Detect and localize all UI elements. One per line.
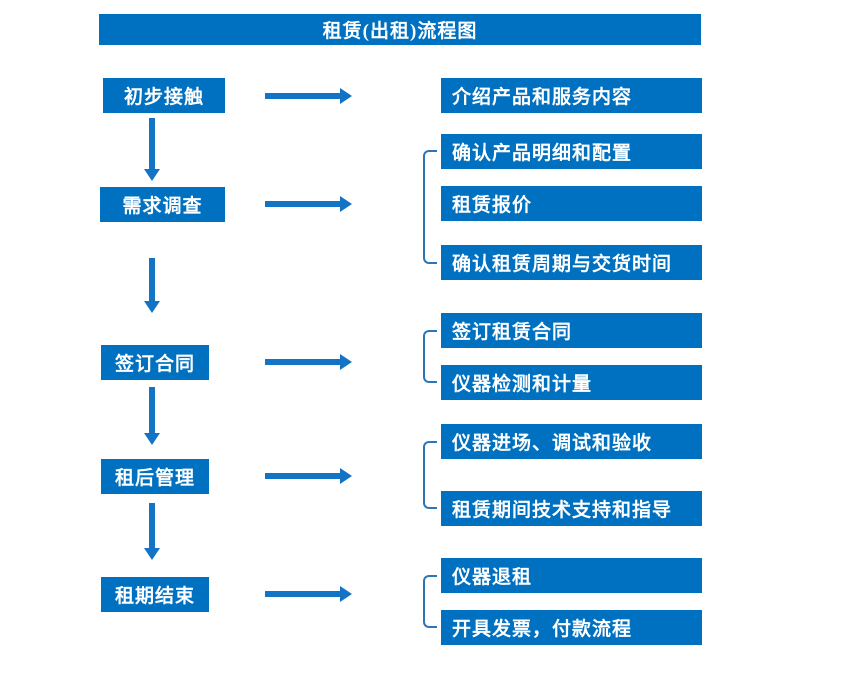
arrow-shaft [149,503,155,549]
detail-instrument-acceptance: 仪器进场、调试和验收 [441,424,702,459]
group-bracket-sign-contract [423,330,437,383]
group-bracket-demand-survey [423,150,437,264]
arrow-head-icon [340,88,352,104]
arrow-head-icon [340,354,352,370]
arrow-shaft [265,201,341,207]
down-arrow-3 [144,387,160,445]
arrow-head-icon [144,433,160,445]
arrow-head-icon [340,586,352,602]
detail-introduce-products: 介绍产品和服务内容 [441,78,702,113]
arrow-head-icon [144,301,160,313]
down-arrow-2 [144,258,160,313]
detail-confirm-period-delivery: 确认租赁周期与交货时间 [441,245,702,280]
flowchart-title: 租赁(出租)流程图 [99,14,701,45]
arrow-shaft [149,258,155,302]
arrow-head-icon [144,548,160,560]
right-arrow-5 [265,586,352,602]
right-arrow-3 [265,354,352,370]
arrow-shaft [265,93,341,99]
arrow-shaft [149,387,155,434]
arrow-head-icon [340,468,352,484]
detail-invoice-payment: 开具发票，付款流程 [441,610,702,645]
down-arrow-4 [144,503,160,560]
detail-sign-rental-contract: 签订租赁合同 [441,313,702,348]
detail-instrument-return: 仪器退租 [441,558,702,593]
down-arrow-1 [144,118,160,181]
arrow-head-icon [144,169,160,181]
arrow-shaft [149,118,155,170]
right-arrow-4 [265,468,352,484]
detail-technical-support: 租赁期间技术支持和指导 [441,491,702,526]
group-bracket-post-rental [423,441,437,509]
arrow-shaft [265,473,341,479]
arrow-head-icon [340,196,352,212]
step-demand-survey: 需求调查 [100,187,225,222]
step-sign-contract: 签订合同 [101,345,209,380]
right-arrow-1 [265,88,352,104]
detail-rental-quote: 租赁报价 [441,186,702,221]
detail-confirm-product-config: 确认产品明细和配置 [441,134,702,169]
arrow-shaft [265,591,341,597]
group-bracket-lease-end [423,575,437,628]
step-post-rental-management: 租后管理 [101,459,209,494]
arrow-shaft [265,359,341,365]
step-lease-end: 租期结束 [101,577,209,612]
step-initial-contact: 初步接触 [103,78,225,113]
detail-instrument-calibration: 仪器检测和计量 [441,365,702,400]
right-arrow-2 [265,196,352,212]
